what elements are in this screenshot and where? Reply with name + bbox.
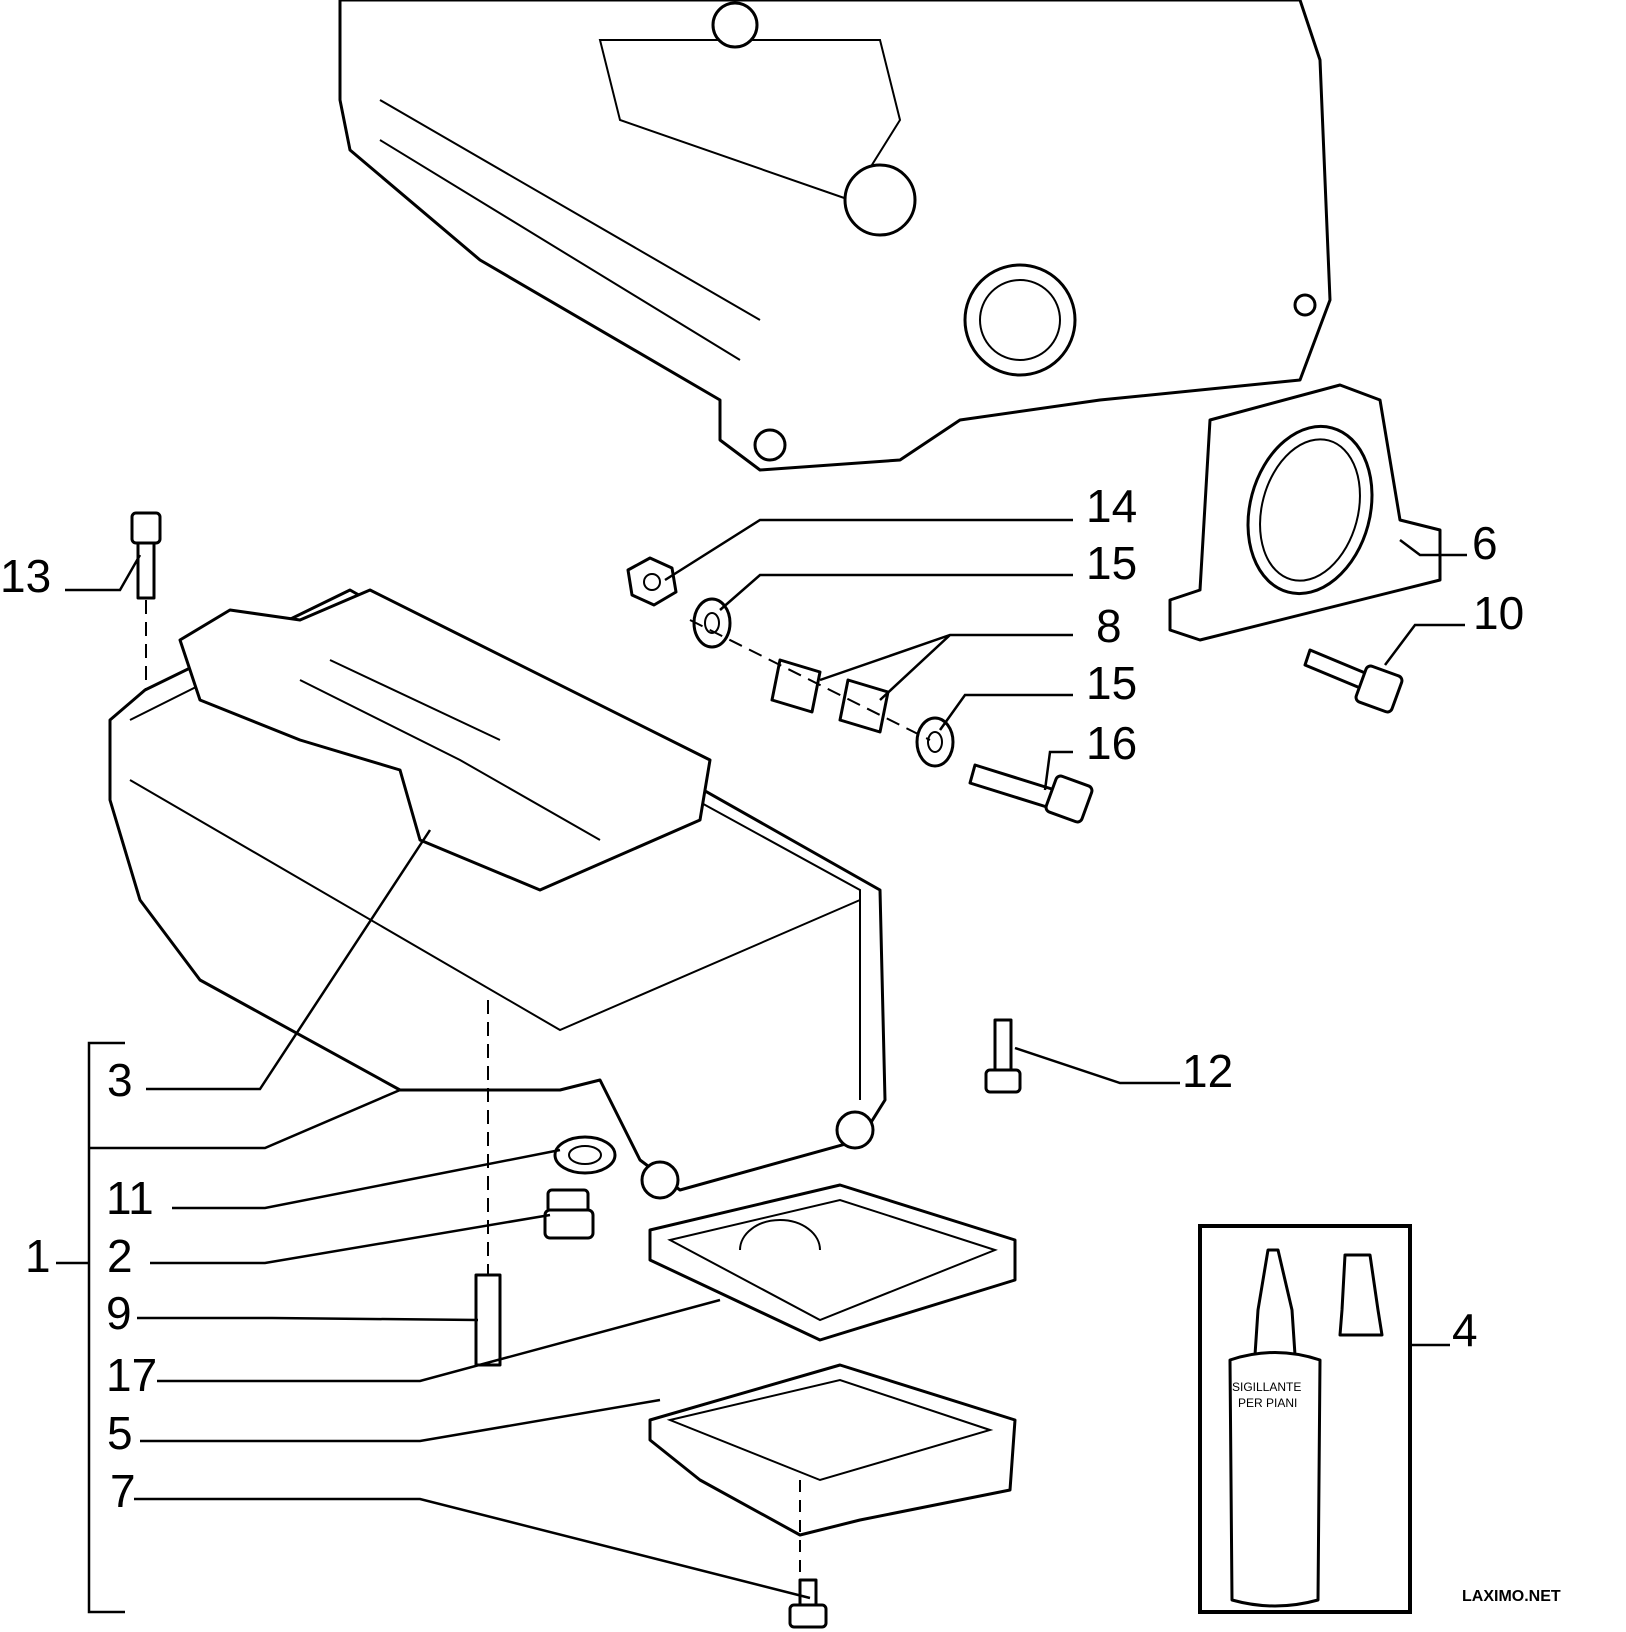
callout-5: 5 — [107, 1407, 133, 1459]
small-fasteners — [626, 556, 1094, 824]
callout-7: 7 — [110, 1465, 136, 1517]
rear-seal-carrier — [1168, 383, 1442, 642]
callout-13: 13 — [0, 550, 52, 602]
callout-16: 16 — [1086, 717, 1138, 769]
watermark: LAXIMO.NET — [1462, 1588, 1561, 1605]
callout-11: 11 — [106, 1172, 154, 1224]
group-bracket — [56, 1041, 125, 1614]
callout-15-upper: 15 — [1086, 537, 1138, 589]
lower-oil-pan — [648, 1363, 1017, 1590]
baffle-plate — [178, 588, 712, 892]
screw-12 — [984, 1018, 1022, 1094]
gasket — [648, 1183, 1017, 1342]
drain-parts — [474, 1000, 617, 1367]
sealant-label-line1: SIGILLANTE — [1232, 1380, 1302, 1394]
callout-12: 12 — [1182, 1045, 1234, 1097]
leader-lines — [65, 518, 1467, 1600]
callout-10: 10 — [1473, 587, 1525, 639]
callout-8: 8 — [1096, 600, 1122, 652]
callout-3: 3 — [107, 1054, 133, 1106]
sealant-label-line2: PER PIANI — [1238, 1396, 1298, 1410]
callout-17: 17 — [106, 1349, 158, 1401]
callout-6: 6 — [1472, 517, 1498, 569]
callout-1: 1 — [25, 1230, 51, 1282]
callout-15-lower: 15 — [1086, 657, 1138, 709]
screw-7 — [788, 1578, 828, 1629]
engine-block — [338, 0, 1332, 472]
sealant-kit — [1198, 1224, 1412, 1614]
callout-9: 9 — [106, 1287, 132, 1339]
bolt-10 — [1303, 648, 1404, 714]
callout-4: 4 — [1452, 1304, 1478, 1356]
callout-14: 14 — [1086, 480, 1138, 532]
callout-2: 2 — [107, 1230, 133, 1282]
